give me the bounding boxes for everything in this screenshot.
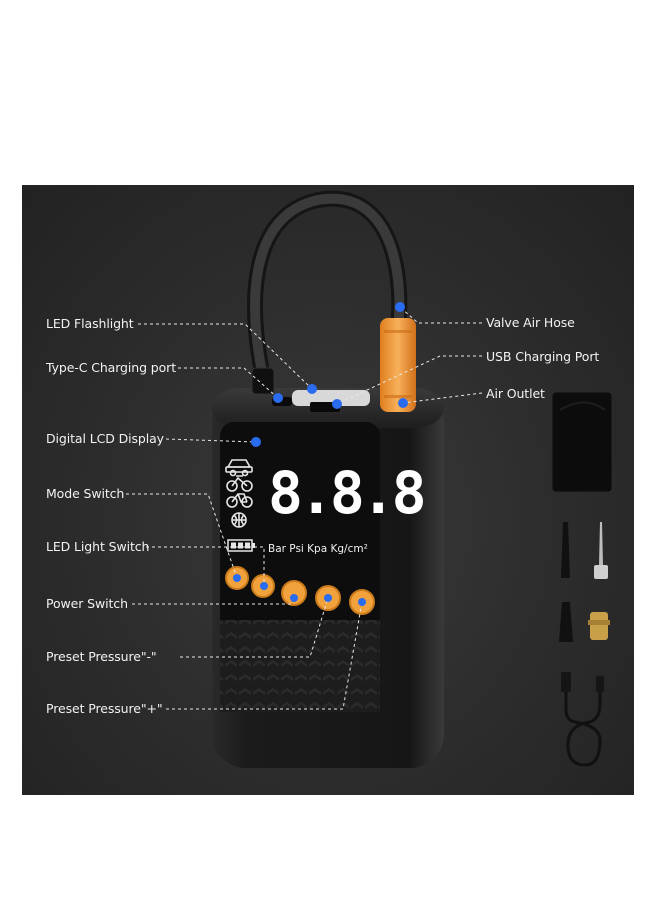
label-usb-port: USB Charging Port	[486, 349, 600, 364]
front-panel	[220, 422, 380, 622]
label-mode-switch: Mode Switch	[46, 486, 125, 501]
label-preset-plus: Preset Pressure"+"	[46, 701, 163, 716]
label-led-flashlight: LED Flashlight	[46, 316, 134, 331]
label-air-outlet: Air Outlet	[486, 386, 545, 401]
storage-pouch	[551, 391, 613, 493]
label-valve-air-hose: Valve Air Hose	[486, 315, 575, 330]
label-power-switch: Power Switch	[46, 596, 128, 611]
label-type-c-port: Type-C Charging port	[46, 360, 177, 375]
presta-adapter	[559, 602, 573, 642]
lcd-digits: 8.8.8	[268, 459, 427, 527]
usb-cable	[564, 690, 602, 767]
callout-lines	[126, 306, 483, 710]
brass-adapter	[590, 612, 608, 640]
grille	[220, 612, 380, 712]
inflation-needle	[599, 522, 603, 565]
ball-icon	[231, 512, 247, 528]
car-icon	[225, 459, 253, 477]
label-preset-minus: Preset Pressure"-"	[46, 649, 157, 664]
bicycle-icon	[226, 493, 253, 508]
needle-nozzle	[561, 522, 570, 578]
battery-icon	[227, 539, 255, 552]
valve-hose-end	[380, 318, 416, 412]
label-led-light-switch: LED Light Switch	[46, 539, 150, 554]
led-flashlight-window	[292, 390, 370, 406]
callout-markers	[233, 302, 408, 606]
motorcycle-icon	[226, 475, 253, 492]
power-switch-button[interactable]	[281, 580, 307, 606]
lcd-units: Bar Psi Kpa Kg/cm²	[268, 543, 368, 555]
label-digital-lcd: Digital LCD Display	[46, 431, 164, 446]
